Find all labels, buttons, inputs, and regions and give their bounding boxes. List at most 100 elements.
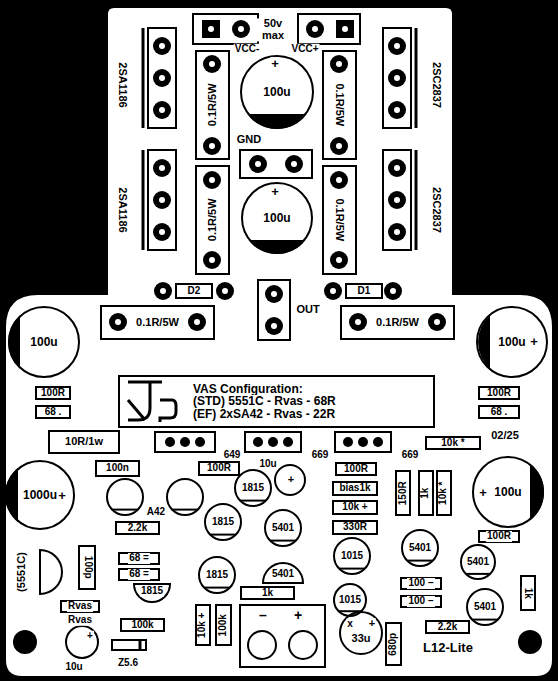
resistor-box: 68 = [118,568,160,581]
silkscreen-label: + [270,57,280,71]
silkscreen-label: + [270,185,280,199]
silkscreen-label: 1015 [340,551,364,562]
part-value: 100u [262,86,291,99]
part-value: 0.1R/5W [375,317,420,329]
resistor-box: 1k [240,586,295,600]
part-value: 100u [493,486,522,499]
part-value: 100R [486,531,512,542]
part-value: 100p [82,555,93,580]
silkscreen-label: 10u [64,662,83,673]
part-value: 10k + [341,502,368,513]
part-value: 100u [29,336,58,349]
silkscreen-label: 02/25 [490,430,520,442]
resistor-box: 1k [520,575,536,611]
part-value: 0.1R/5W [207,83,219,128]
resistor-box: 100n [95,460,140,477]
part-value: 10R/1w [64,436,104,448]
silkscreen-label: + [293,608,303,623]
silkscreen-label: 669 [311,450,330,461]
resistor-box: 0.1R/5W [322,50,357,160]
resistor-box: bias1k [332,481,378,496]
mount-hole [13,630,37,654]
resistor-box: D2 [175,283,213,299]
silkscreen-label: 2SC2837 [430,61,442,109]
silkscreen-label: 5401 [473,602,497,613]
silkscreen-label: 1015 [338,595,362,606]
silkscreen-label: + [368,618,376,630]
resistor-box: 100R [198,461,240,476]
part-value: bias1k [338,483,371,494]
silkscreen-label: 10u [258,459,277,470]
resistor-box: 68 = [118,552,160,565]
resistor-box: 10R/1w [48,430,120,454]
part-value: 100R [486,388,512,399]
part-value: 100 – [407,596,434,607]
part-value: 68 = [128,553,150,564]
part-value: 1k [421,486,432,499]
part-value: 100u [262,212,291,225]
silkscreen-label: 1815 [211,517,235,528]
silkscreen-label: Z5.6 [117,658,139,669]
mount-hole [518,630,542,654]
part-value: 100R [343,464,369,475]
part-value: 68 . [44,407,63,418]
resistor-box: 100 – [400,577,442,590]
resistor-box: 150R [395,470,411,516]
resistor-box: 100R [478,530,520,543]
part-value: 1k [261,588,274,599]
resistor-box: 100p [78,545,96,590]
silkscreen-label: – [258,608,268,623]
resistor-box: 10k + [332,500,378,515]
silkscreen-label: 5401 [271,569,295,580]
silkscreen-label: 1815 [205,570,229,581]
resistor-box: Rvas [60,600,100,613]
silkscreen-label: OUT [295,304,320,316]
silkscreen-label: + [86,631,94,642]
transistor-outlines [107,470,503,625]
silkscreen-label: x [346,619,354,630]
silkscreen-label: 5401 [271,523,295,534]
resistor-box: 100 – [400,595,442,608]
resistor-box: 0.1R/5W [340,305,455,340]
silkscreen-label: VCC+ [291,44,320,55]
part-value: 2.2k [127,523,148,534]
resistor-box: 100R [35,386,71,400]
part-value: 150R [398,480,409,506]
resistor-box: 100R [335,462,377,476]
part-value: 1k [523,586,534,599]
resistor-box: 10k * [425,436,481,450]
part-value: 68 = [128,569,150,580]
part-value: 1000u [22,489,58,502]
silkscreen-label: + [478,486,488,500]
part-value: 10k + [198,611,209,638]
part-value: 100k [130,620,154,631]
part-value: 330R [342,522,368,533]
part-value: 100k [218,613,229,637]
part-value: 0.1R/5W [207,198,219,243]
resistor-box: D1 [345,283,383,299]
part-value: D2 [187,286,202,297]
silkscreen-label: 2SA1186 [116,186,128,233]
resistor-box: 2.2k [425,620,470,634]
resistor-box: 0.1R/5W [195,50,230,160]
part-value: 33u [351,633,372,645]
resistor-box: 10k * [436,470,452,516]
part-value: 68 . [490,407,509,418]
part-value: (STD) 5551C - Rvas - 68R [192,395,337,408]
part-value: 100n [105,463,130,474]
part-value: 0.1R/5W [135,317,180,329]
capacitor-outline: 33u [339,611,383,655]
part-value: 100u [497,336,526,349]
part-value: Rvas [67,601,93,612]
resistor-box: 100k [120,618,165,632]
resistor-box: 330R [332,520,378,535]
resistor-box: 100R [478,386,520,400]
silkscreen-label: A42 [146,507,166,518]
part-value: 100 – [407,578,434,589]
silkscreen-label: 50v max [257,18,289,41]
silkscreen-label: 649 [223,450,242,461]
silkscreen-label: 1815 [140,586,164,597]
resistor-box: 10k + [195,604,211,646]
